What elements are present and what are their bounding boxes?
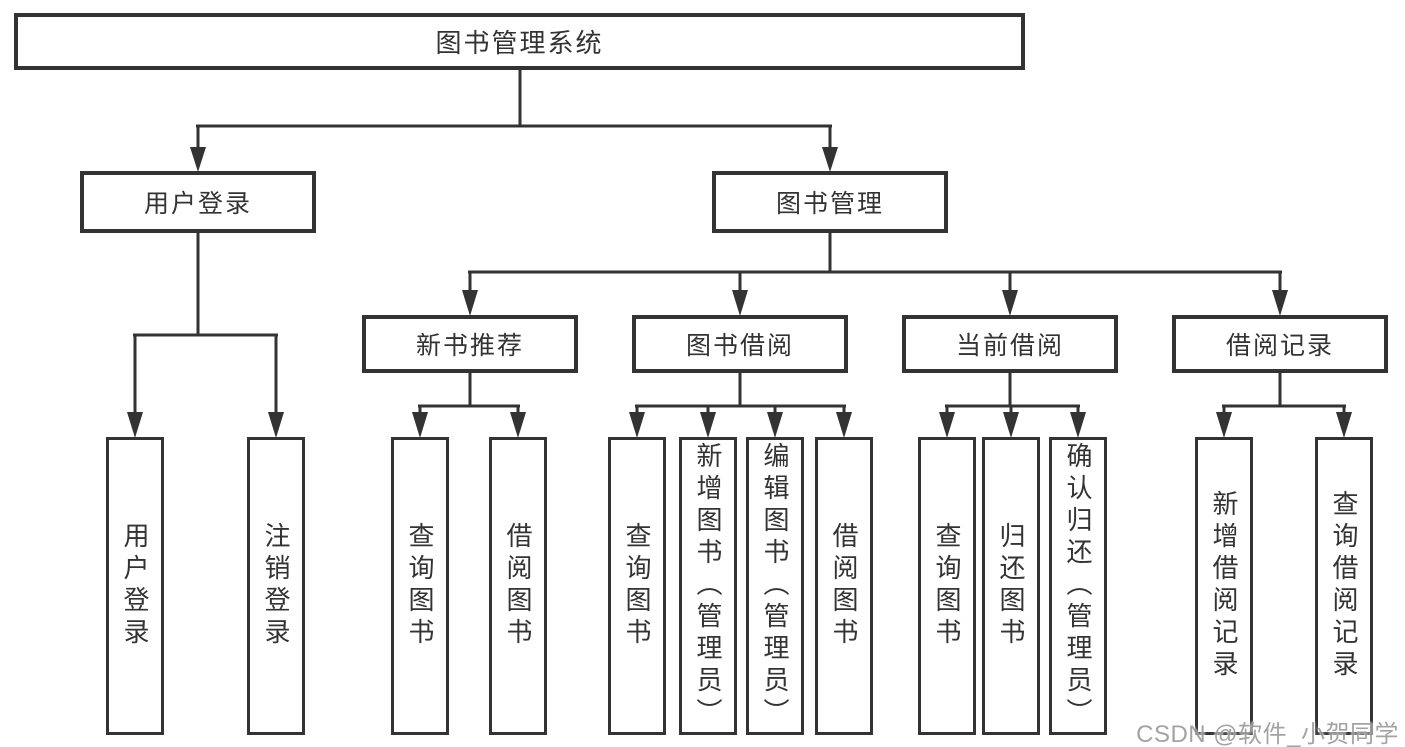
leaf-logout: 注销登录	[247, 437, 305, 735]
leaf-user-login-label: 用户登录	[120, 522, 150, 650]
leaf-add-books-admin-label: 新增图书（管理员）	[693, 442, 723, 730]
leaf-query-borrow-record-label: 查询借阅记录	[1329, 490, 1359, 682]
node-borrowing-records-label: 借阅记录	[1225, 332, 1334, 360]
node-book-management-system: 图书管理系统	[14, 13, 1025, 70]
watermark-text: CSDN @软件_小贺同学	[1136, 721, 1399, 747]
leaf-return-books-label: 归还图书	[996, 522, 1026, 650]
leaf-user-login: 用户登录	[106, 437, 164, 735]
leaf-query-books-borrow-label: 查询图书	[622, 522, 652, 650]
leaf-return-books: 归还图书	[982, 437, 1040, 735]
leaf-confirm-return-admin-label: 确认归还（管理员）	[1063, 442, 1093, 730]
leaf-query-borrow-record: 查询借阅记录	[1315, 437, 1373, 735]
leaf-borrow-books: 借阅图书	[815, 437, 873, 735]
node-new-book-recommendation-label: 新书推荐	[415, 332, 524, 360]
leaf-add-borrow-record: 新增借阅记录	[1195, 437, 1253, 735]
node-user-login-label: 用户登录	[143, 190, 252, 218]
leaf-logout-label: 注销登录	[261, 522, 291, 650]
leaf-query-books-borrow: 查询图书	[608, 437, 666, 735]
arrowhead-icons	[127, 147, 1352, 438]
node-user-login: 用户登录	[80, 171, 316, 233]
leaf-query-books-recommend-label: 查询图书	[405, 522, 435, 650]
node-book-borrowing-label: 图书借阅	[685, 332, 794, 360]
leaf-edit-books-admin-label: 编辑图书（管理员）	[760, 442, 790, 730]
node-new-book-recommendation: 新书推荐	[362, 315, 578, 373]
node-book-management-system-label: 图书管理系统	[435, 28, 604, 58]
leaf-query-books-current: 查询图书	[918, 437, 976, 735]
node-current-borrowing: 当前借阅	[902, 315, 1118, 373]
node-book-management-label: 图书管理	[775, 190, 884, 218]
leaf-add-borrow-record-label: 新增借阅记录	[1209, 490, 1239, 682]
node-current-borrowing-label: 当前借阅	[955, 332, 1064, 360]
leaf-query-books-current-label: 查询图书	[932, 522, 962, 650]
leaf-edit-books-admin: 编辑图书（管理员）	[746, 437, 804, 735]
leaf-borrow-books-recommend: 借阅图书	[489, 437, 547, 735]
leaf-confirm-return-admin: 确认归还（管理员）	[1049, 437, 1107, 735]
node-borrowing-records: 借阅记录	[1172, 315, 1388, 373]
node-book-borrowing: 图书借阅	[632, 315, 848, 373]
leaf-borrow-books-label: 借阅图书	[829, 522, 859, 650]
leaf-add-books-admin: 新增图书（管理员）	[679, 437, 737, 735]
node-book-management: 图书管理	[712, 171, 948, 233]
leaf-query-books-recommend: 查询图书	[391, 437, 449, 735]
leaf-borrow-books-recommend-label: 借阅图书	[503, 522, 533, 650]
